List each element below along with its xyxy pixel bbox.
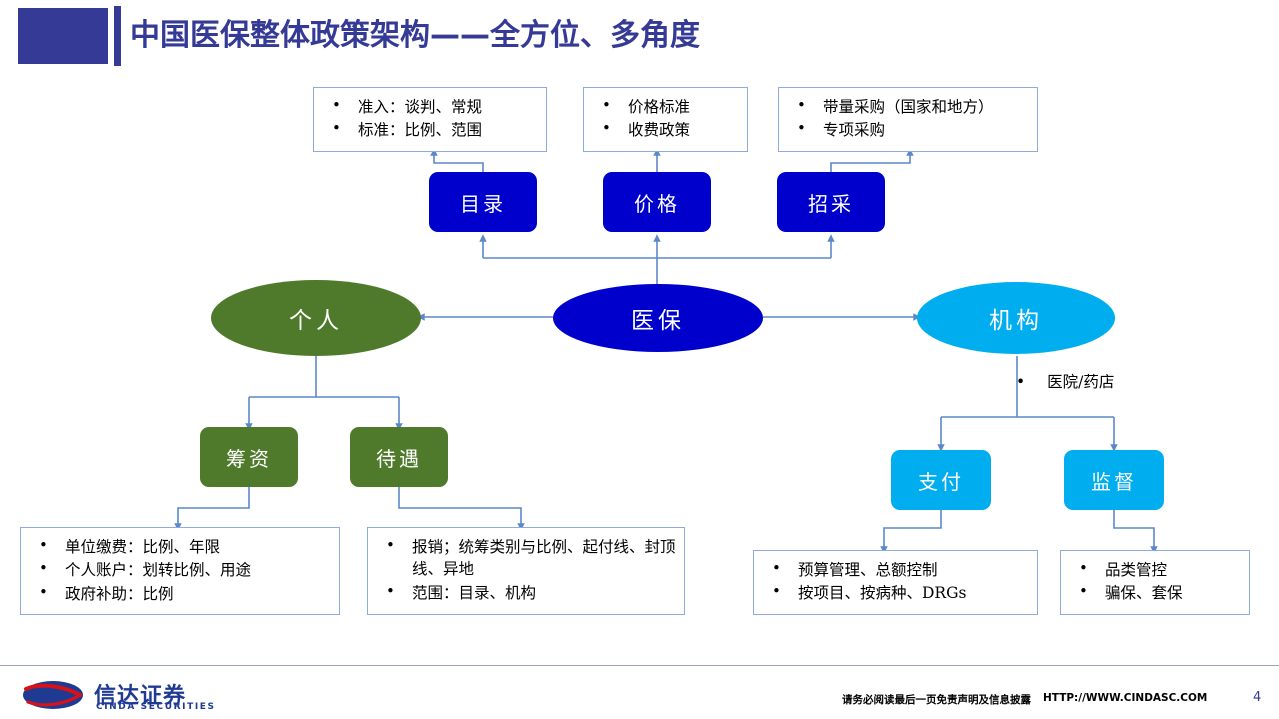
list-item: 单位缴费：比例、年限 [29, 535, 333, 558]
node-supervision[interactable]: 监督 [1064, 450, 1164, 510]
slide-footer: 信达证券 CINDA SECURITIES 请务必阅读最后一页免责声明及信息披露… [0, 660, 1279, 719]
note-hospital-pharmacy: • 医院/药店 [1016, 370, 1114, 392]
node-label: 医保 [631, 308, 685, 334]
list-item: 准入：谈判、常规 [322, 95, 540, 118]
company-logo: 信达证券 CINDA SECURITIES [22, 678, 247, 714]
node-individual[interactable]: 个人 [211, 280, 421, 356]
header-accent-square [18, 8, 108, 64]
list-item: 预算管理、总额控制 [762, 558, 1031, 581]
logo-text-en: CINDA SECURITIES [96, 702, 216, 712]
node-label: 目录 [460, 191, 506, 216]
node-institution[interactable]: 机构 [917, 282, 1115, 354]
list-item: 带量采购（国家和地方） [787, 95, 1031, 118]
list-item: 政府补助：比例 [29, 582, 333, 605]
detail-box-procurement: 带量采购（国家和地方） 专项采购 [778, 87, 1038, 152]
list-item: 专项采购 [787, 118, 1031, 141]
list-item: 品类管控 [1069, 558, 1243, 581]
node-label: 价格 [634, 191, 680, 216]
node-payment[interactable]: 支付 [891, 450, 991, 510]
node-label: 筹资 [226, 446, 272, 471]
note-label: 医院/药店 [1047, 373, 1115, 391]
bullet-icon: • [1016, 373, 1026, 391]
node-benefits[interactable]: 待遇 [350, 427, 448, 487]
list-item: 收费政策 [592, 118, 741, 141]
page-number: 4 [1253, 690, 1262, 705]
connector-lines [174, 148, 1158, 554]
detail-box-price: 价格标准 收费政策 [583, 87, 748, 152]
node-label: 监督 [1091, 469, 1137, 494]
node-label: 机构 [989, 308, 1043, 334]
detail-box-catalog: 准入：谈判、常规 标准：比例、范围 [313, 87, 547, 152]
node-label: 招采 [808, 191, 854, 216]
list-item: 个人账户：划转比例、用途 [29, 558, 333, 581]
detail-box-benefits: 报销；统筹类别与比例、起付线、封顶线、异地 范围：目录、机构 [367, 527, 685, 615]
node-catalog[interactable]: 目录 [429, 172, 537, 232]
list-item: 报销；统筹类别与比例、起付线、封顶线、异地 [376, 535, 678, 581]
node-label: 支付 [918, 469, 964, 494]
cinda-logo-icon [23, 681, 83, 709]
node-label: 个人 [289, 308, 343, 334]
footer-url[interactable]: HTTP://WWW.CINDASC.COM [1043, 692, 1208, 704]
diagram-canvas: 准入：谈判、常规 标准：比例、范围 价格标准 收费政策 带量采购（国家和地方） … [0, 0, 1279, 660]
footer-disclaimer: 请务必阅读最后一页免责声明及信息披露 [842, 694, 1031, 706]
page-title: 中国医保整体政策架构——全方位、多角度 [130, 18, 700, 53]
header-accent-bar [114, 6, 121, 66]
slide-header: 中国医保整体政策架构——全方位、多角度 [0, 0, 1279, 78]
list-item: 标准：比例、范围 [322, 118, 540, 141]
node-medical-insurance[interactable]: 医保 [553, 284, 763, 352]
logo-text-cn: 信达证券 [94, 684, 187, 709]
list-item: 价格标准 [592, 95, 741, 118]
node-label: 待遇 [376, 446, 422, 471]
detail-box-payment: 预算管理、总额控制 按项目、按病种、DRGs [753, 550, 1038, 615]
node-procurement[interactable]: 招采 [777, 172, 885, 232]
detail-box-supervision: 品类管控 骗保、套保 [1060, 550, 1250, 615]
list-item: 按项目、按病种、DRGs [762, 581, 1031, 604]
detail-box-funding: 单位缴费：比例、年限 个人账户：划转比例、用途 政府补助：比例 [20, 527, 340, 615]
node-funding[interactable]: 筹资 [200, 427, 298, 487]
list-item: 骗保、套保 [1069, 581, 1243, 604]
footer-divider [0, 665, 1279, 666]
node-price[interactable]: 价格 [603, 172, 711, 232]
list-item: 范围：目录、机构 [376, 581, 678, 604]
